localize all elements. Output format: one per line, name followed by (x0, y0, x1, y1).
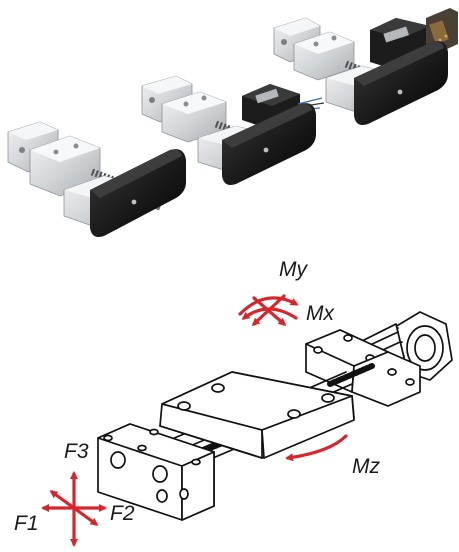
force-f1-f2-f3-arrow (41, 471, 107, 547)
label-f2: F2 (110, 502, 135, 525)
actuator-medium-photo (141, 75, 325, 185)
actuator-line-drawing (97, 311, 453, 521)
moment-mz-arrow (285, 434, 348, 462)
carriage (159, 371, 355, 459)
label-mz: Mz (352, 455, 380, 478)
front-end-block (97, 423, 215, 521)
moment-my-mx-arrow (238, 294, 299, 327)
actuator-small-photo (7, 121, 186, 237)
label-mx: Mx (306, 302, 335, 325)
label-f1: F1 (14, 512, 39, 535)
load-arrows (41, 294, 348, 547)
label-my: My (279, 258, 308, 281)
label-f3: F3 (64, 440, 89, 463)
actuator-large-photo (273, 8, 458, 125)
